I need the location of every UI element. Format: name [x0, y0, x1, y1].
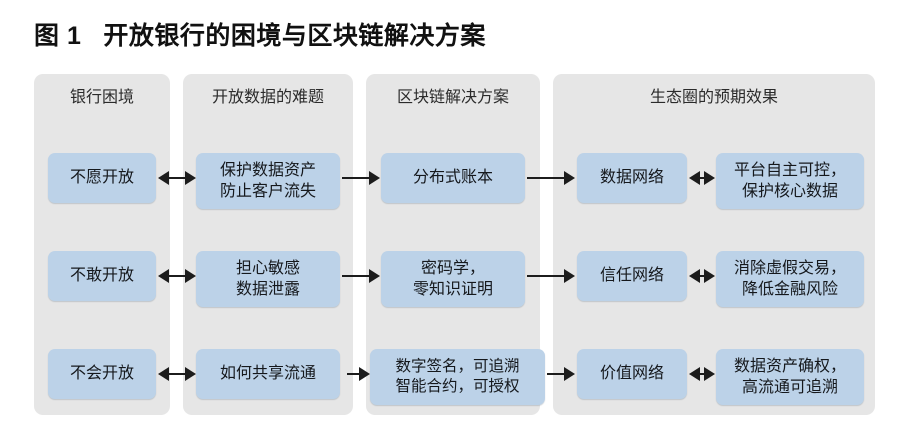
box-bank-dilemma-2[interactable]: 不敢开放	[48, 251, 156, 301]
figure-label: 图 1	[34, 22, 82, 50]
arrow-bidirectional-network-effect-row1	[689, 171, 715, 185]
box-line: 密码学，	[420, 259, 485, 277]
box-line: 价值网络	[599, 365, 664, 383]
arrow-head-right-icon	[369, 269, 380, 283]
arrow-head-left-icon	[158, 367, 169, 381]
box-network-2[interactable]: 信任网络	[577, 251, 687, 301]
box-line: 消除虚假交易，	[733, 259, 846, 277]
arrow-shaft	[527, 177, 565, 180]
box-open-data-problem-1[interactable]: 保护数据资产 防止客户流失	[196, 153, 340, 209]
box-line: 如何共享流通	[219, 365, 316, 383]
box-line: 高流通可追溯	[741, 379, 838, 396]
panel-header-bank-dilemma: 银行困境	[69, 88, 134, 106]
arrow-shaft	[527, 275, 565, 278]
arrow-shaft	[698, 275, 706, 278]
box-line: 不敢开放	[69, 267, 134, 285]
figure-title: 图 1 开放银行的困境与区块链解决方案	[34, 16, 486, 52]
arrow-head-right-icon	[185, 367, 196, 381]
box-line: 零知识证明	[412, 281, 493, 298]
box-line: 数据网络	[599, 169, 664, 187]
panel-header-open-data-problems: 开放数据的难题	[211, 88, 324, 106]
arrow-shaft	[698, 373, 706, 376]
arrow-right-col2-col3-row3	[347, 367, 370, 381]
arrow-head-right-icon	[564, 367, 575, 381]
box-blockchain-solution-1[interactable]: 分布式账本	[381, 153, 525, 203]
arrow-head-right-icon	[704, 367, 715, 381]
box-line: 防止客户流失	[219, 183, 316, 200]
arrow-shaft	[547, 373, 565, 376]
box-line: 担心敏感	[235, 259, 300, 277]
arrow-shaft	[342, 275, 370, 278]
arrow-bidirectional-col1-col2-row2	[158, 269, 196, 283]
diagram-body: 银行困境 开放数据的难题 区块链解决方案 生态圈的预期效果 不愿开放 保护数据资…	[0, 74, 900, 418]
arrow-head-right-icon	[564, 171, 575, 185]
arrow-head-right-icon	[704, 171, 715, 185]
arrow-head-left-icon	[158, 269, 169, 283]
box-line: 不会开放	[69, 365, 134, 383]
panel-header-blockchain-solutions: 区块链解决方案	[396, 88, 509, 106]
arrow-right-col2-col3-row1	[342, 171, 380, 185]
box-bank-dilemma-1[interactable]: 不愿开放	[48, 153, 156, 203]
arrow-head-left-icon	[689, 269, 700, 283]
arrow-bidirectional-network-effect-row2	[689, 269, 715, 283]
box-open-data-problem-2[interactable]: 担心敏感 数据泄露	[196, 251, 340, 307]
arrow-right-col2-col3-row2	[342, 269, 380, 283]
arrow-right-col3-col4-row1	[527, 171, 575, 185]
arrow-shaft	[168, 373, 186, 376]
arrow-head-right-icon	[185, 171, 196, 185]
box-line: 分布式账本	[412, 169, 493, 187]
arrow-head-right-icon	[369, 171, 380, 185]
box-line: 数据泄露	[235, 281, 300, 298]
box-bank-dilemma-3[interactable]: 不会开放	[48, 349, 156, 399]
arrow-shaft	[342, 177, 370, 180]
box-line: 不愿开放	[69, 169, 134, 187]
arrow-head-right-icon	[185, 269, 196, 283]
box-effect-1[interactable]: 平台自主可控， 保护核心数据	[716, 153, 864, 209]
arrow-right-col3-col4-row3	[547, 367, 575, 381]
box-blockchain-solution-2[interactable]: 密码学， 零知识证明	[381, 251, 525, 307]
box-line: 数据资产确权，	[733, 357, 846, 375]
box-effect-3[interactable]: 数据资产确权， 高流通可追溯	[716, 349, 864, 405]
arrow-bidirectional-network-effect-row3	[689, 367, 715, 381]
box-line: 信任网络	[599, 267, 664, 285]
box-open-data-problem-3[interactable]: 如何共享流通	[196, 349, 340, 399]
box-network-3[interactable]: 价值网络	[577, 349, 687, 399]
box-line: 降低金融风险	[741, 281, 838, 298]
panel-header-ecosystem-effects: 生态圈的预期效果	[649, 88, 778, 106]
box-line: 智能合约，可授权	[395, 378, 520, 395]
arrow-bidirectional-col1-col2-row3	[158, 367, 196, 381]
arrow-head-right-icon	[564, 269, 575, 283]
arrow-head-left-icon	[689, 367, 700, 381]
arrow-head-right-icon	[359, 367, 370, 381]
box-line: 数字签名，可追溯	[395, 357, 520, 375]
box-line: 平台自主可控，	[733, 161, 846, 179]
box-effect-2[interactable]: 消除虚假交易， 降低金融风险	[716, 251, 864, 307]
box-line: 保护核心数据	[741, 183, 838, 200]
figure-title-text: 开放银行的困境与区块链解决方案	[103, 22, 486, 50]
arrow-shaft	[698, 177, 706, 180]
arrow-shaft	[168, 177, 186, 180]
arrow-shaft	[347, 373, 360, 376]
box-line: 保护数据资产	[219, 161, 316, 179]
arrow-head-right-icon	[704, 269, 715, 283]
arrow-shaft	[168, 275, 186, 278]
arrow-bidirectional-col1-col2-row1	[158, 171, 196, 185]
box-network-1[interactable]: 数据网络	[577, 153, 687, 203]
arrow-head-left-icon	[689, 171, 700, 185]
arrow-right-col3-col4-row2	[527, 269, 575, 283]
arrow-head-left-icon	[158, 171, 169, 185]
box-blockchain-solution-3[interactable]: 数字签名，可追溯 智能合约，可授权	[370, 349, 545, 405]
